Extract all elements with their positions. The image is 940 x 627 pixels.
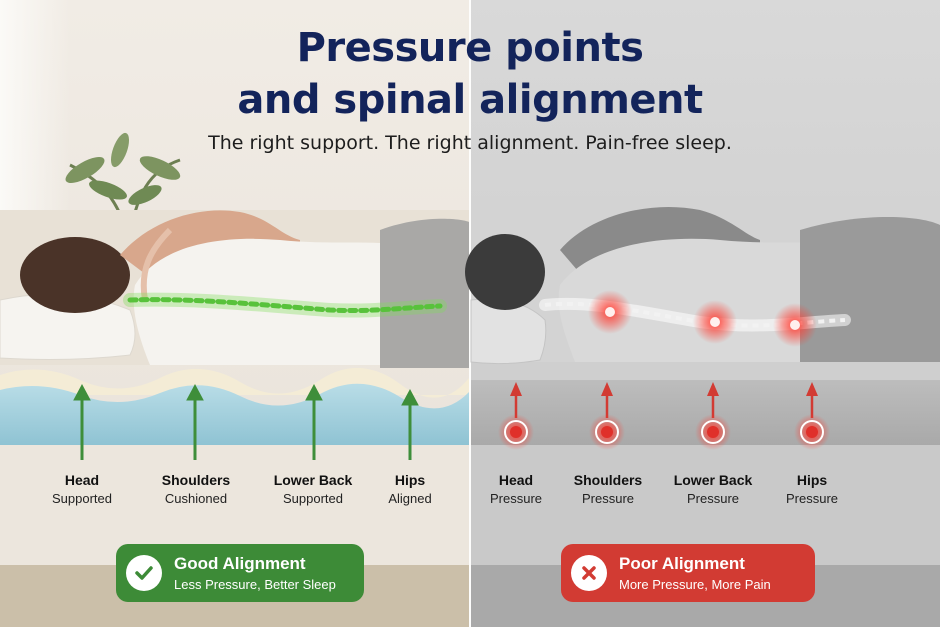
pressure-markers <box>498 382 830 450</box>
label-title: Head <box>64 472 100 488</box>
label-title: Head <box>498 472 534 488</box>
good-label-head: Head Supported <box>22 472 142 506</box>
label-sub: Aligned <box>388 491 432 506</box>
sleeper-figure <box>20 210 469 368</box>
good-label-shoulders: Shoulders Cushioned <box>136 472 256 506</box>
bad-label-hips: Hips Pressure <box>752 472 872 506</box>
label-sub: Supported <box>283 491 343 506</box>
label-title: Hips <box>796 472 828 488</box>
label-sub: Pressure <box>581 491 635 506</box>
page-title: Pressure points and spinal alignment <box>0 22 940 126</box>
label-sub: Pressure <box>489 491 543 506</box>
label-title: Hips <box>394 472 426 488</box>
plant-decoration <box>65 132 181 241</box>
badge-title: Poor Alignment <box>619 554 745 573</box>
good-label-hips: Hips Aligned <box>350 472 470 506</box>
badge-subtitle: Less Pressure, Better Sleep <box>174 577 336 592</box>
label-title: Shoulders <box>573 472 643 488</box>
badge-title: Good Alignment <box>174 554 306 573</box>
x-icon <box>571 555 607 591</box>
label-title: Shoulders <box>161 472 231 488</box>
bad-label-shoulders: Shoulders Pressure <box>548 472 668 506</box>
page-subtitle: The right support. The right alignment. … <box>208 132 732 154</box>
support-arrows <box>73 383 419 460</box>
label-sub: Pressure <box>686 491 740 506</box>
sleeper-figure-right <box>465 206 940 362</box>
headline: Pressure points and spinal alignment The… <box>0 22 940 154</box>
good-label-lower-back: Lower Back Supported <box>253 472 373 506</box>
badge-subtitle: More Pressure, More Pain <box>619 577 771 592</box>
firm-top-layer <box>471 362 940 380</box>
label-sub: Cushioned <box>164 491 228 506</box>
label-sub: Supported <box>52 491 112 506</box>
title-line-2: and spinal alignment <box>237 77 703 123</box>
bad-label-head: Head Pressure <box>456 472 576 506</box>
check-icon <box>126 555 162 591</box>
panel-divider <box>469 0 471 627</box>
bad-label-lower-back: Lower Back Pressure <box>653 472 773 506</box>
good-alignment-badge: Good Alignment Less Pressure, Better Sle… <box>116 544 364 602</box>
spine-pressure-points <box>588 290 817 347</box>
label-title: Lower Back <box>273 472 353 488</box>
healthy-spine <box>123 292 447 318</box>
label-title: Lower Back <box>673 472 753 488</box>
label-sub: Pressure <box>785 491 839 506</box>
poor-alignment-badge: Poor Alignment More Pressure, More Pain <box>561 544 815 602</box>
support-foam-layer <box>0 383 469 445</box>
title-line-1: Pressure points <box>296 25 644 71</box>
